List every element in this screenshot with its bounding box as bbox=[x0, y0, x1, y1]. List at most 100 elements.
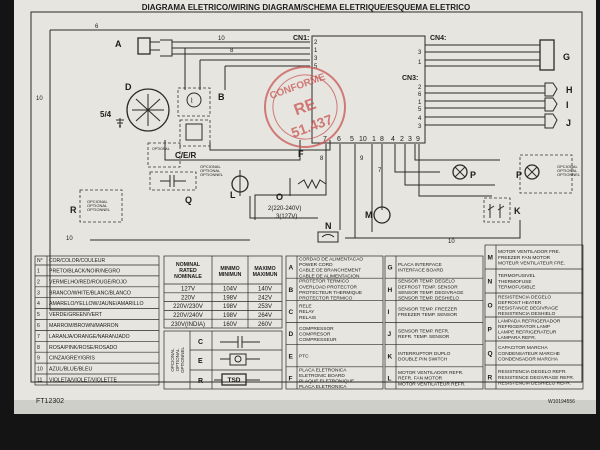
footer-right-code: W10194556 bbox=[548, 399, 575, 405]
pin-label: 5 bbox=[314, 64, 318, 70]
optional-row-c: C bbox=[198, 339, 203, 346]
power-cord-plug: A bbox=[115, 37, 173, 57]
overload-protector: ⌇ B bbox=[177, 87, 225, 117]
color-name: BRANCO/WHITE/BLANC/BLANCO bbox=[49, 290, 131, 296]
pin-label: 10 bbox=[359, 136, 367, 143]
legend-letter: M bbox=[488, 255, 493, 262]
pin-label: 5 bbox=[350, 136, 354, 143]
wire-label: 10 bbox=[36, 96, 43, 102]
component-label-q: Q bbox=[185, 195, 192, 205]
voltage-cell: 160V bbox=[223, 322, 237, 328]
svg-text:⌇: ⌇ bbox=[190, 97, 193, 105]
cn4-pin-labels: 3 1 bbox=[418, 50, 422, 66]
voltage-cell: 260V bbox=[258, 322, 272, 328]
cn1-pin-labels: 2 1 3 5 bbox=[314, 40, 318, 70]
color-number: 8 bbox=[37, 345, 40, 351]
thermofuse: N bbox=[317, 221, 339, 243]
wire-label: 10 bbox=[448, 239, 455, 245]
legend-letter: N bbox=[488, 279, 493, 286]
refr-fan-motor: L bbox=[230, 175, 249, 200]
voltage-note-1: 2(220-240V) bbox=[268, 206, 301, 212]
wire-label: 6 bbox=[95, 24, 99, 30]
color-number: 7 bbox=[37, 334, 40, 340]
legend-letter: C bbox=[289, 309, 294, 316]
legend-letter: O bbox=[488, 303, 493, 310]
voltage-note-2: 3(127V) bbox=[276, 214, 297, 220]
paper-bottom-shadow bbox=[14, 400, 596, 414]
pin-label: 5 bbox=[418, 107, 422, 113]
pin-label: 3 bbox=[408, 136, 412, 143]
color-name: ROSA/PINK/ROSE/ROSADO bbox=[49, 345, 117, 351]
color-number: 2 bbox=[37, 279, 40, 285]
voltage-cell: 220V/240V bbox=[173, 313, 203, 319]
legend-letter: L bbox=[388, 375, 392, 382]
paper bbox=[14, 0, 596, 408]
color-number: 3 bbox=[37, 290, 40, 296]
cn1-label: CN1: bbox=[293, 35, 309, 42]
component-label-p2: P bbox=[516, 170, 522, 180]
wire-label: 10 bbox=[218, 36, 225, 42]
bottom-pin-labels: 7 6 5 10 1 8 4 2 3 9 bbox=[323, 136, 420, 143]
voltage-cell: 140V bbox=[258, 287, 272, 293]
pin-label: 7 bbox=[323, 136, 327, 143]
pin-label: 4 bbox=[391, 136, 395, 143]
component-label-j: J bbox=[566, 118, 571, 128]
component-label-r: R bbox=[70, 205, 77, 215]
color-name: VERDE/GREEN/VERT bbox=[49, 312, 103, 318]
component-label-h: H bbox=[566, 85, 573, 95]
color-name: LARANJA/ORANGE/NARANJADO bbox=[49, 334, 130, 340]
defrost-heater: O 2(220-240V) 3(127V) bbox=[268, 178, 327, 220]
pin-label: 2 bbox=[400, 136, 404, 143]
color-number: 10 bbox=[37, 367, 43, 373]
component-label-a: A bbox=[115, 39, 122, 49]
voltage-cell: 264V bbox=[258, 313, 272, 319]
legend-letter: Q bbox=[488, 351, 493, 358]
pin-label: 1 bbox=[418, 100, 422, 106]
optional-parts-table: OPCIONALOPTIONALOPTIONNEL C E R TSD bbox=[163, 330, 283, 390]
color-name: MARROM/BROWN/MARRON bbox=[49, 323, 119, 329]
component-label-d: D bbox=[125, 82, 132, 92]
color-name: PRETO/BLACK/NOIR/NEGRO bbox=[49, 269, 120, 275]
component-label-g: G bbox=[563, 52, 570, 62]
pin-label: 3 bbox=[418, 50, 422, 56]
tsd-symbol: TSD bbox=[228, 377, 241, 384]
run-capacitor: Q bbox=[149, 171, 197, 205]
sensors: H I J bbox=[544, 82, 573, 129]
component-label-i: I bbox=[566, 100, 569, 110]
component-label-n: N bbox=[325, 221, 332, 231]
compressor-symbol: D 5/4 bbox=[100, 82, 170, 132]
voltage-cell: 104V bbox=[223, 287, 237, 293]
pin-label: 4 bbox=[418, 116, 422, 122]
legend-letter: H bbox=[388, 287, 393, 294]
refrigerator-lamp-1: P bbox=[452, 164, 476, 180]
wire-label: 8 bbox=[320, 156, 324, 162]
pin-label: 1 bbox=[372, 136, 376, 143]
legend-letter: E bbox=[289, 353, 294, 360]
footer-left-code: FT12302 bbox=[36, 398, 64, 405]
color-name: VIOLETA/VIOLET/VIOLETTE bbox=[49, 378, 117, 384]
color-table-header-no: N° bbox=[37, 258, 43, 264]
cn3-label: CN3: bbox=[402, 75, 418, 82]
color-name: AMARELO/YELLOW/JAUNE/AMARILLO bbox=[49, 301, 144, 307]
wire-label: 9 bbox=[360, 156, 364, 162]
color-number: 9 bbox=[37, 356, 40, 362]
voltage-cell: 242V bbox=[258, 295, 272, 301]
pin-label: 2 bbox=[418, 85, 422, 91]
diagram-border bbox=[30, 11, 583, 383]
